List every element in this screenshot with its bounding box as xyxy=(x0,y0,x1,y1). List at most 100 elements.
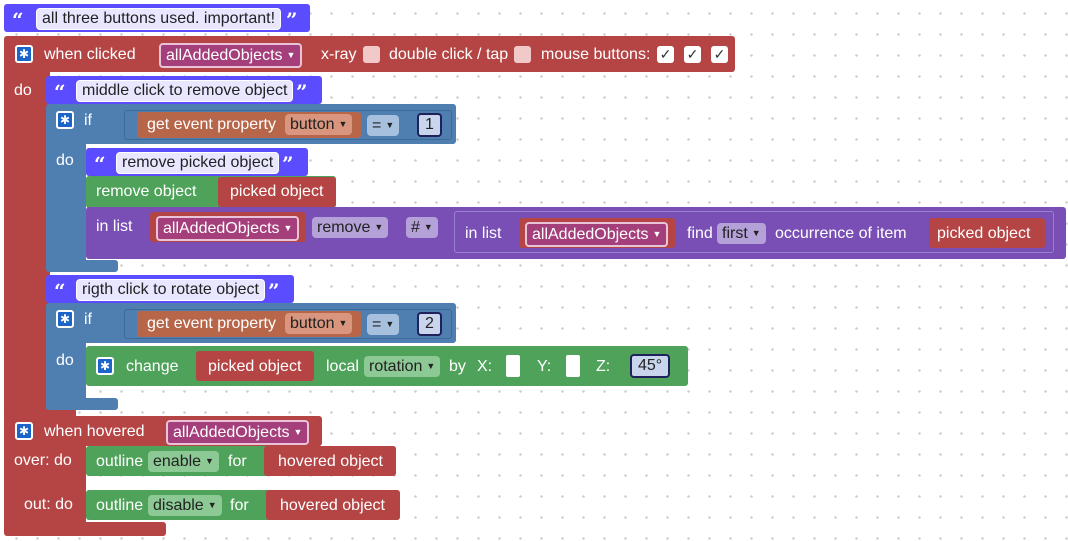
dropdown-value: remove xyxy=(317,219,371,236)
quote-close-icon: ” xyxy=(296,80,308,104)
dropdown-value: enable xyxy=(153,453,202,470)
picked-object-label: picked object xyxy=(937,225,1031,242)
if-label: if xyxy=(84,311,92,328)
by-label: by xyxy=(449,358,466,375)
left-button-checkbox[interactable]: ✓ xyxy=(657,46,674,63)
chevron-down-icon: ▼ xyxy=(385,319,395,329)
get-event-property-block[interactable]: get event property button▼ xyxy=(137,112,361,138)
comment-block-remove[interactable]: “ remove picked object ” xyxy=(86,148,308,176)
outline-enable-block[interactable]: outline enable▼ for hovered object xyxy=(86,446,396,476)
if-label: if xyxy=(84,112,92,129)
change-label: change xyxy=(126,358,179,375)
variable-name: allAddedObjects xyxy=(166,47,283,64)
disable-dropdown[interactable]: disable▼ xyxy=(148,495,222,516)
quote-open-icon: “ xyxy=(54,279,66,303)
picked-object-block[interactable]: picked object xyxy=(196,351,314,381)
chevron-down-icon: ▼ xyxy=(385,120,395,130)
quote-open-icon: “ xyxy=(12,8,24,32)
for-label: for xyxy=(230,497,249,514)
dropdown-value: = xyxy=(372,117,382,134)
when-clicked-block[interactable]: ✱ when clicked allAddedObjects▼ x-ray do… xyxy=(4,36,735,72)
picked-object-label: picked object xyxy=(208,358,302,375)
number-input[interactable]: 2 xyxy=(417,312,442,336)
rotation-dropdown[interactable]: rotation▼ xyxy=(364,356,441,377)
variable-dropdown[interactable]: allAddedObjects▼ xyxy=(166,420,310,445)
list-remove-block[interactable]: in list allAddedObjects▼ remove▼ #▼ in l… xyxy=(86,207,1066,259)
hover-variable-block[interactable]: allAddedObjects▼ xyxy=(160,416,322,446)
equals-dropdown[interactable]: =▼ xyxy=(367,115,400,136)
when-clicked-do-column xyxy=(4,68,50,416)
if-block-2[interactable]: ✱ if get event property button▼ =▼ 2 xyxy=(46,303,456,343)
chevron-down-icon: ▼ xyxy=(374,222,384,232)
number-input[interactable]: 1 xyxy=(417,113,442,137)
outline-disable-block[interactable]: outline disable▼ for hovered object xyxy=(86,490,400,520)
quote-open-icon: “ xyxy=(54,80,66,104)
chevron-down-icon: ▼ xyxy=(207,500,217,510)
middle-button-checkbox[interactable]: ✓ xyxy=(684,46,701,63)
dropdown-value: # xyxy=(411,219,420,236)
find-occurrence-block[interactable]: in list allAddedObjects▼ find first▼ occ… xyxy=(454,211,1054,253)
remove-dropdown[interactable]: remove▼ xyxy=(312,217,389,238)
if-do-column-2 xyxy=(46,339,86,409)
change-rotation-block[interactable]: ✱ change picked object local rotation▼ b… xyxy=(86,346,688,386)
hovered-object-block[interactable]: hovered object xyxy=(266,490,400,520)
variable-dropdown[interactable]: allAddedObjects▼ xyxy=(159,43,303,68)
quote-open-icon: “ xyxy=(94,152,106,176)
picked-object-block[interactable]: picked object xyxy=(929,218,1045,248)
y-input-slot[interactable] xyxy=(566,355,580,377)
comment-block-right[interactable]: “ rigth click to rotate object ” xyxy=(46,275,294,303)
dropdown-value: disable xyxy=(153,497,204,514)
comment-text[interactable]: all three buttons used. important! xyxy=(36,8,282,30)
if-block-1[interactable]: ✱ if get event property button▼ =▼ 1 xyxy=(46,104,456,144)
chevron-down-icon: ▼ xyxy=(286,50,296,60)
equals-dropdown[interactable]: =▼ xyxy=(367,314,400,335)
picked-object-label: picked object xyxy=(230,183,324,200)
right-button-checkbox[interactable]: ✓ xyxy=(711,46,728,63)
xray-checkbox[interactable] xyxy=(363,46,380,63)
dropdown-value: rotation xyxy=(369,358,423,375)
comment-text[interactable]: middle click to remove object xyxy=(76,80,294,102)
comment-block-top[interactable]: “ all three buttons used. important! ” xyxy=(4,4,310,32)
button-dropdown[interactable]: button▼ xyxy=(285,313,353,334)
gear-icon[interactable]: ✱ xyxy=(56,111,74,129)
hash-dropdown[interactable]: #▼ xyxy=(406,217,438,238)
mouse-buttons-label: mouse buttons: xyxy=(541,46,651,63)
list-variable-block[interactable]: allAddedObjects▼ xyxy=(519,218,675,248)
hovered-object-block[interactable]: hovered object xyxy=(264,446,396,476)
first-dropdown[interactable]: first▼ xyxy=(717,223,766,244)
local-label: local xyxy=(326,358,359,375)
when-hovered-block[interactable]: ✱ when hovered allAddedObjects▼ xyxy=(4,416,322,446)
find-label: find xyxy=(687,225,713,242)
gear-icon[interactable]: ✱ xyxy=(56,310,74,328)
get-event-property-label: get event property xyxy=(147,315,276,332)
button-dropdown[interactable]: button▼ xyxy=(285,114,353,135)
picked-object-block[interactable]: picked object xyxy=(218,177,336,207)
chevron-down-icon: ▼ xyxy=(423,222,433,232)
double-click-checkbox[interactable] xyxy=(514,46,531,63)
outline-label: outline xyxy=(96,453,144,470)
variable-name: allAddedObjects xyxy=(163,220,280,237)
variable-dropdown[interactable]: allAddedObjects▼ xyxy=(156,216,300,241)
when-hovered-bottom-bar xyxy=(4,522,166,536)
list-variable-block[interactable]: allAddedObjects▼ xyxy=(150,212,306,242)
remove-object-block[interactable]: remove object picked object xyxy=(86,176,336,208)
chevron-down-icon: ▼ xyxy=(293,427,303,437)
z-angle-input[interactable]: 45° xyxy=(630,354,671,378)
comment-block-middle[interactable]: “ middle click to remove object ” xyxy=(46,76,322,104)
variable-dropdown[interactable]: allAddedObjects▼ xyxy=(525,222,669,247)
if-bottom-bar-2 xyxy=(46,398,118,410)
dropdown-value: = xyxy=(372,316,382,333)
get-event-property-block[interactable]: get event property button▼ xyxy=(137,311,361,337)
gear-icon[interactable]: ✱ xyxy=(15,45,33,63)
condition-block[interactable]: get event property button▼ =▼ 2 xyxy=(124,309,452,339)
gear-icon[interactable]: ✱ xyxy=(96,357,114,375)
x-label: X: xyxy=(477,358,493,375)
gear-icon[interactable]: ✱ xyxy=(15,422,33,440)
comment-text[interactable]: remove picked object xyxy=(116,152,280,174)
x-input-slot[interactable] xyxy=(506,355,520,377)
condition-block[interactable]: get event property button▼ =▼ 1 xyxy=(124,110,452,140)
comment-text[interactable]: rigth click to rotate object xyxy=(76,279,265,301)
dropdown-value: first xyxy=(722,225,748,242)
enable-dropdown[interactable]: enable▼ xyxy=(148,451,219,472)
chevron-down-icon: ▼ xyxy=(205,456,214,466)
